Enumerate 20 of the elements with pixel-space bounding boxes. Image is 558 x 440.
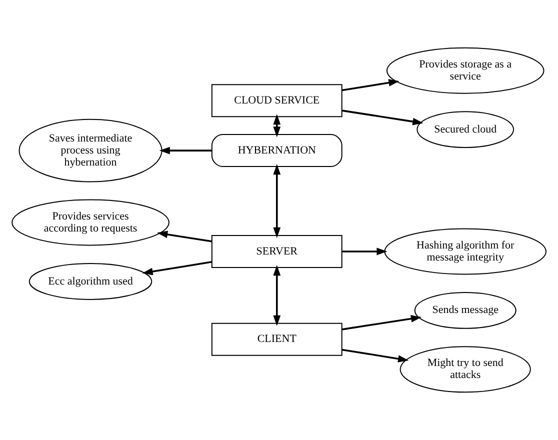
node-ellipse: Sends message	[414, 292, 516, 329]
arrow	[342, 248, 388, 256]
node-ellipse: Might try to send attacks	[400, 346, 531, 393]
arrow	[159, 146, 212, 154]
arrow	[273, 265, 281, 326]
arrow	[142, 260, 212, 276]
arrow	[273, 164, 281, 238]
arrow	[273, 114, 281, 138]
arrow	[342, 110, 424, 126]
node-box: CLOUD SERVICE	[211, 84, 342, 118]
node-ellipse: Saves intermediate process using hybernation	[18, 118, 162, 182]
node-ellipse: Secured cloud	[416, 111, 514, 148]
node-box: HYBERNATION	[211, 134, 342, 168]
node-box: SERVER	[211, 234, 342, 268]
arrow	[342, 315, 422, 330]
arrow	[156, 230, 212, 242]
node-box: CLIENT	[211, 322, 342, 356]
arrow	[342, 348, 409, 362]
node-ellipse: Hashing algorithm for message integrity	[384, 228, 547, 275]
arrow	[342, 79, 400, 92]
